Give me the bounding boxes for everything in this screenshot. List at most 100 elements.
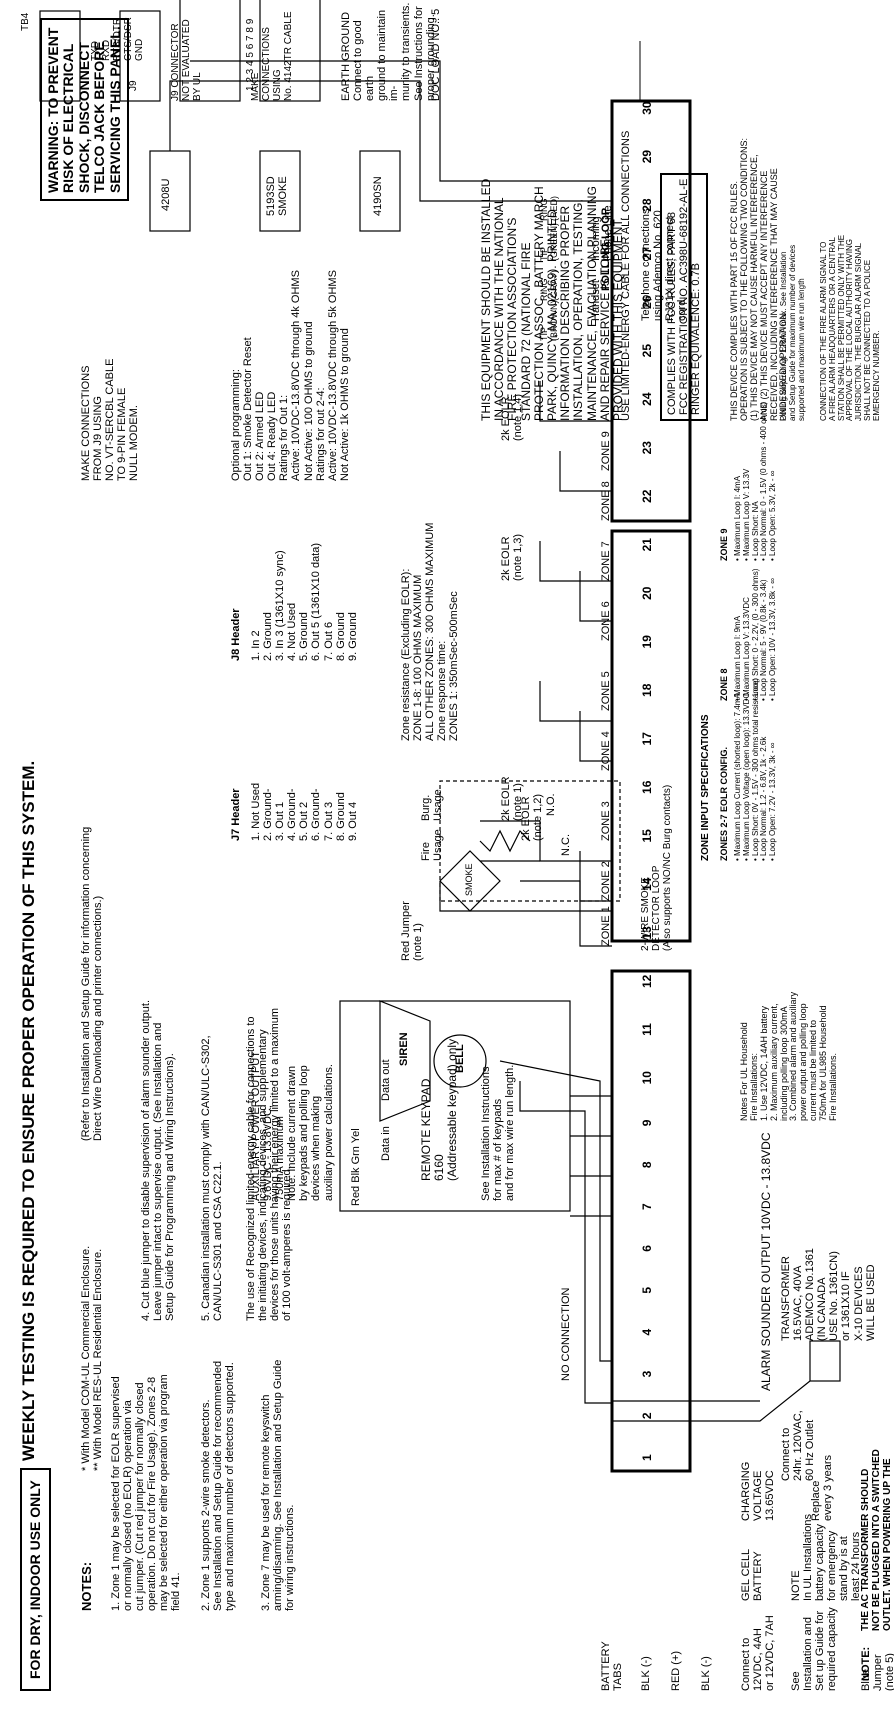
zone-5-label: ZONE 5: [600, 671, 612, 711]
terminal-23: 23: [640, 441, 654, 455]
terminal-strip-21-30: [610, 99, 692, 523]
zone-7-label: ZONE 7: [600, 541, 612, 581]
refer-note: (Refer to Installation and Setup Guide f…: [80, 826, 105, 1141]
battery-replace: Replace every 3 years: [810, 1454, 835, 1521]
alarm-sounder-label: ALARM SOUNDER OUTPUT 10VDC - 13.8VDC: [759, 1132, 773, 1391]
note-5: 5. Canadian installation must comply wit…: [200, 1035, 225, 1321]
enclosure-notes: * With Model COM-UL Commercial Enclosure…: [80, 1245, 105, 1471]
phone-ring-red: RING (RED): [539, 196, 559, 221]
ul-household-notes: Notes For UL Household Fire Installation…: [739, 991, 839, 1121]
terminal-17: 17: [640, 732, 654, 746]
terminal-strip-11-20: [610, 529, 692, 943]
zone-spec-col3-head: ZONE 9: [719, 528, 729, 561]
terminal-10: 10: [640, 1071, 654, 1085]
terminal-25: 25: [640, 343, 654, 358]
no-connection-label: NO CONNECTION: [560, 1287, 572, 1382]
zone-input-spec-title: ZONE INPUT SPECIFICATIONS: [700, 714, 711, 862]
terminal-21: 21: [640, 538, 654, 552]
zone-2-label: ZONE 2: [600, 861, 612, 901]
fire-usage-label: Fire Usage: [420, 829, 445, 861]
keypad-data-out: Data out: [380, 1059, 392, 1101]
device-5193sd: [259, 150, 301, 232]
zone-resistance-spec: Zone resistance (Excluding EOLR): ZONE 1…: [400, 522, 461, 741]
battery-blk-2: BLK (-): [700, 1656, 712, 1691]
burg-dashed-box: [439, 780, 621, 902]
dry-indoor-label: FOR DRY, INDOOR USE ONLY: [20, 1468, 52, 1691]
nc-label: N.C.: [560, 834, 572, 856]
battery-blk-1: BLK (-): [640, 1656, 652, 1691]
polling-device-4190sn: 4190SN: [372, 176, 384, 216]
transformer-box: [809, 1340, 841, 1382]
polling-loop-label: POLLING LOOP: [600, 207, 612, 291]
transformer-note: THE AC TRANSFORMER SHOULD NOT BE PLUGGED…: [860, 1448, 894, 1631]
zone-3-label: ZONE 3: [600, 801, 612, 841]
terminal-29: 29: [640, 149, 654, 164]
blue-jumper-label: Blue Jumper (note 5): [860, 1653, 894, 1691]
j8-header-title: J8 Header: [230, 608, 242, 661]
keypad-note: See Installation Instructions for max # …: [480, 1064, 517, 1201]
note-2: 2. Zone 1 supports 2-wire smoke detector…: [200, 1360, 237, 1611]
phone-note: Telephone connections using Ademco No. 6…: [640, 208, 689, 321]
earth-ground: EARTH GROUND Connect to good earth groun…: [340, 2, 437, 101]
red-jumper-label: Red Jumper (note 1): [400, 901, 425, 961]
two-wire-smoke-label: 2-WIRE SMOKE DETECTOR LOOP (Also support…: [640, 784, 673, 951]
smoke-detector-shape: [439, 850, 501, 912]
eolr-note-13: 2k EOLR (note 1,3): [500, 533, 525, 581]
terminal-6: 6: [640, 1245, 654, 1252]
note-1: 1. Zone 1 may be selected for EOLR super…: [110, 1374, 183, 1611]
phone-tip-brown: TIP (BROWN): [539, 300, 559, 342]
limited-energy-note: USE LIMITED-ENERGY CABLE FOR ALL CONNECT…: [620, 130, 632, 421]
j8-connector: [179, 0, 241, 102]
make-connections-j9: MAKE CONNECTIONS FROM J9 USING NO. VT-SE…: [80, 358, 141, 481]
battery-connect: Connect to 12VDC, 4AH or 12VDC, 7AH: [740, 1615, 777, 1691]
j9-label: J9 CONNECTOR NOT EVALUATED BY UL: [170, 19, 203, 101]
terminal-5: 5: [640, 1286, 654, 1294]
polling-rating: Polling loop rating: 128mA max. See Inst…: [779, 244, 806, 421]
device-4190sn: [359, 150, 401, 232]
polling-device-5193sd: 5193SD SMOKE: [265, 176, 290, 216]
battery-red: RED (+): [670, 1650, 682, 1691]
doc-load: DOC LOAD NO.: 5: [430, 8, 442, 101]
zone-1-label: ZONE 1: [600, 906, 612, 946]
battery-tabs-label: BATTERY TABS: [600, 1641, 625, 1691]
zone-loops: [539, 381, 612, 902]
terminal-12: 12: [640, 974, 654, 989]
phone-ring-gray: RING (GRAY): [539, 270, 559, 301]
siren-shape: [379, 1000, 431, 1122]
note-4: 4. Cut blue jumper to disable supervisio…: [140, 999, 177, 1321]
bell-wire: [519, 1081, 612, 1404]
terminal-strip-1-10: [610, 969, 692, 1473]
battery-note: NOTE In UL Installations battery capacit…: [790, 1513, 863, 1601]
phone-tip-green: TIP (GREEN): [539, 223, 559, 261]
j9-pin-label: J9: [128, 80, 139, 91]
terminal-22: 22: [640, 489, 654, 503]
bell-label: BELL: [454, 1044, 466, 1073]
battery-gel: GEL CELL BATTERY: [740, 1548, 765, 1601]
notes-heading: NOTES:: [79, 1561, 94, 1611]
eolr-note-12: 2k EOLR (note 1,2): [520, 793, 545, 841]
zone-spec-col1: • Maximum Loop Current (shorted loop): 7…: [733, 678, 778, 861]
terminal-19: 19: [640, 635, 654, 649]
zone-spec-col3: • Maximum Loop I: 4mA • Maximum Loop V: …: [733, 401, 778, 561]
burg-usage-label: Burg. Usage: [420, 789, 445, 821]
warning-box: WARNING: TO PREVENT RISK OF ELECTRICAL S…: [40, 18, 129, 201]
terminal-24: 24: [640, 392, 654, 406]
connector-pins: 1 2 3 4 5 6 7 8 9: [245, 18, 256, 91]
battery-see: See Installation and Set up Guide for re…: [790, 1607, 839, 1691]
keypad-data-in: Data in: [380, 1126, 392, 1161]
terminal-11: 11: [640, 1023, 654, 1036]
terminal-9: 9: [640, 1119, 654, 1127]
make-connections-4142: MAKE CONNECTIONS USING No. 4142TR CABLE: [250, 11, 294, 102]
siren-wire: [499, 1060, 612, 1362]
j9-connector: [119, 10, 161, 102]
terminal-20: 20: [640, 586, 654, 600]
j7-header-items: 1. Not Used 2. Ground- 3. Out 1 4. Groun…: [250, 782, 359, 841]
eolr-note-14: 2k EOLR (note 1,4): [500, 393, 525, 441]
keypad-wire-colors: Red Blk Grn Yel: [350, 1128, 362, 1206]
bell-icon: [433, 1034, 487, 1088]
polling-device-4208u: 4208U: [160, 178, 172, 211]
aux-power-output: AUXILIARY POWER OUTPUT 9.6VDC - 13.8VDC,…: [250, 1051, 335, 1201]
tb4-connector: [39, 10, 81, 102]
